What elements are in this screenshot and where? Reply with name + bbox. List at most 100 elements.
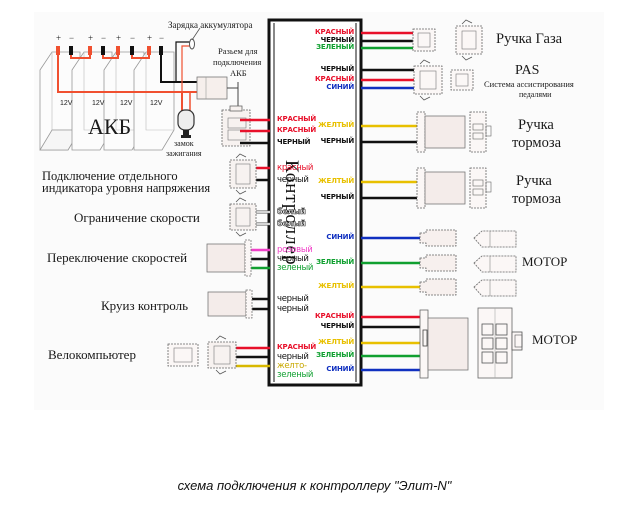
brake-1-label: тормоза [512, 135, 562, 151]
left-wire-harness [236, 118, 270, 368]
cell-voltage-label: 12V [60, 100, 73, 107]
diagram-caption: схема подключения к контроллеру "Элит-N" [177, 478, 452, 493]
charge-port-lead [181, 45, 190, 92]
wire-label-speed-switch: зеленый [277, 263, 314, 273]
throttle-connector [412, 19, 483, 61]
terminal-minus [69, 46, 73, 55]
terminal-minus-label: − [69, 33, 75, 43]
brake-1-connector [416, 111, 492, 153]
bike-computer-connector [167, 335, 237, 375]
wire-label-pas: КРАСНЫЙ [315, 75, 354, 83]
wire-label-motor-phase: ЗЕЛЕНЫЙ [316, 258, 354, 266]
wire-label-speed-switch: черный [277, 254, 309, 264]
wire-label-voltage-indicator: красный [277, 163, 314, 173]
wire-label-bike-computer: КРАСНЫЙ [277, 343, 316, 351]
wire-label-motor-hall: ЖЕЛТЫЙ [318, 338, 354, 346]
voltage-indicator-label: индикатора уровня напряжения [42, 181, 211, 195]
bullet-connector [419, 278, 517, 297]
wire-label-motor-phase: ЖЕЛТЫЙ [318, 282, 354, 290]
terminal-minus-label: − [159, 33, 165, 43]
brake-1-label: Ручка [518, 117, 554, 133]
pas-subtitle: Система ассистирования [484, 79, 574, 89]
battery-cell [133, 51, 175, 151]
terminal-minus [130, 46, 134, 55]
wire-label-bike-computer: зеленый [277, 370, 314, 380]
battery-connector-label: Разьем для [218, 46, 258, 56]
charge-port-label: Зарядка аккумулятора [168, 20, 253, 30]
battery-connector-icon [196, 76, 228, 100]
cell-voltage-label: 12V [92, 100, 105, 107]
terminal-plus-label: + [88, 33, 94, 43]
voltage-indicator-connector [229, 153, 257, 195]
series-jumper [102, 55, 119, 59]
wire-label-battery: ЧЕРНЫЙ [277, 138, 311, 146]
charge-port-lead [175, 41, 190, 82]
throttle-label: Ручка Газа [496, 31, 563, 47]
wire-label-speed-switch: розовый [277, 245, 313, 255]
brake-2-label: Ручка [516, 173, 552, 189]
battery-label: АКБ [88, 114, 132, 139]
bullet-connector [419, 254, 517, 273]
terminal-plus-label: + [147, 33, 153, 43]
wire-label-throttle: КРАСНЫЙ [315, 28, 354, 36]
pas-label: PAS [515, 63, 540, 78]
wire-label-motor-hall: ЧЕРНЫЙ [320, 322, 355, 330]
ignition-switch-icon [177, 109, 195, 131]
wire-label-bike-computer: желто- [277, 361, 307, 371]
wire-label-motor-phase: СИНИЙ [326, 233, 354, 241]
battery-pack [39, 27, 251, 151]
wire-label-throttle: ЧЕРНЫЙ [320, 36, 355, 44]
battery-positive-lead [57, 55, 197, 93]
wire-label-throttle: ЗЕЛЕНЫЙ [316, 43, 354, 51]
battery-connector-label: подключения [213, 57, 262, 67]
wire-label-battery: КРАСНЫЙ [277, 115, 316, 123]
terminal-plus [56, 46, 60, 55]
series-jumper [131, 55, 150, 59]
brake-2-label: тормоза [512, 191, 562, 207]
motor-hall-label: МОТОР [532, 332, 578, 347]
motor-hall-connector [419, 307, 523, 379]
controller-box [267, 18, 363, 387]
wire-label-pas: ЧЕРНЫЙ [320, 65, 355, 73]
speed-limit-label: Ограничение скорости [74, 210, 200, 225]
cell-voltage-label: 12V [150, 100, 163, 107]
ignition-label: замок [174, 139, 194, 148]
terminal-plus [116, 46, 120, 55]
battery-cell [71, 51, 113, 151]
speed-limit-connector [229, 197, 257, 237]
wire-label-cruise: черный [277, 294, 309, 304]
terminal-plus-label: + [56, 33, 62, 43]
wire-label-brake-1: ЖЕЛТЫЙ [318, 121, 354, 129]
wire-label-motor-hall: ЗЕЛЕНЫЙ [316, 351, 354, 359]
wire-label-brake-1: ЧЕРНЫЙ [320, 137, 355, 145]
terminal-minus [101, 46, 105, 55]
wire-label-motor-hall: СИНИЙ [326, 365, 354, 373]
cruise-connector [207, 289, 253, 319]
wire-label-bike-computer: черный [277, 352, 309, 362]
terminal-minus-label: − [130, 33, 136, 43]
battery-connector-label: АКБ [230, 68, 247, 78]
terminal-plus [88, 46, 92, 55]
ignition-label: зажигания [166, 149, 202, 158]
wire-label-battery: КРАСНЫЙ [277, 126, 316, 134]
battery-negative-lead [160, 55, 198, 83]
speed-switch-connector [206, 239, 252, 277]
speed-switch-label: Переключение скоростей [47, 250, 188, 265]
pas-subtitle: педалями [519, 90, 552, 99]
wire-label-voltage-indicator: черный [277, 175, 309, 185]
right-wire-harness [361, 31, 422, 372]
terminal-minus-label: − [101, 33, 107, 43]
brake-2-connector [416, 167, 492, 209]
cruise-label: Круиз контроль [101, 298, 189, 313]
wire-label-cruise: черный [277, 304, 309, 314]
terminal-minus [159, 46, 163, 55]
cell-voltage-label: 12V [120, 100, 133, 107]
wire-label-pas: СИНИЙ [326, 83, 354, 91]
wire-label-speed-limit: белый [277, 219, 307, 228]
wire-label-brake-2: ЖЕЛТЫЙ [318, 177, 354, 185]
wire-label-speed-limit: белый [277, 207, 307, 216]
wire-label-motor-hall: КРАСНЫЙ [315, 312, 354, 320]
terminal-plus [147, 46, 151, 55]
